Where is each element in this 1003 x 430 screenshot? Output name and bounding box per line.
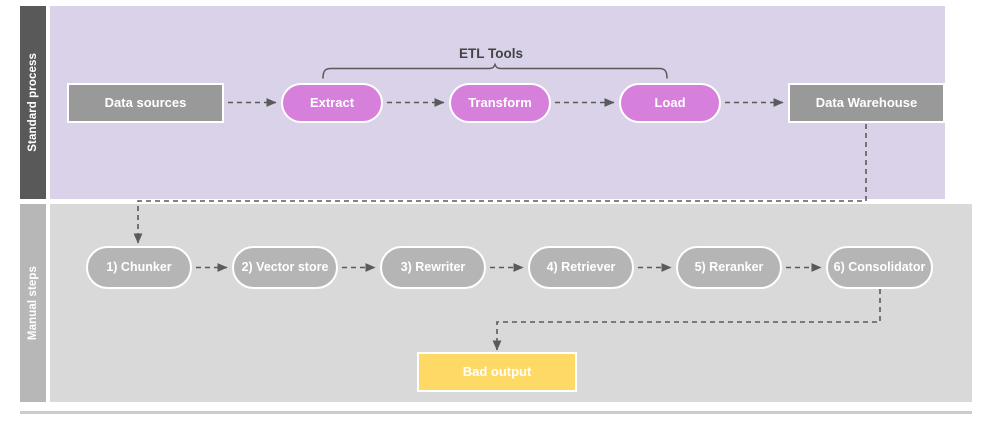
node-label: Data sources xyxy=(104,95,187,111)
footer-divider xyxy=(20,411,972,414)
node-label: Transform xyxy=(468,95,532,111)
swimlane-label-text: Manual steps xyxy=(27,265,39,341)
node-vector-store[interactable]: 2) Vector store xyxy=(232,246,338,289)
node-transform[interactable]: Transform xyxy=(449,83,551,123)
node-bad-output[interactable]: Bad output xyxy=(417,352,577,392)
node-label: 3) Rewriter xyxy=(400,260,466,275)
swimlane-label-text: Standard process xyxy=(27,53,39,152)
node-label: 6) Consolidator xyxy=(833,260,926,275)
node-label: Bad output xyxy=(462,364,532,380)
node-data-sources[interactable]: Data sources xyxy=(67,83,224,123)
node-label: 5) Reranker xyxy=(694,260,764,275)
node-retriever[interactable]: 4) Retriever xyxy=(528,246,634,289)
node-label: Data Warehouse xyxy=(815,95,918,111)
node-label: Load xyxy=(654,95,686,111)
node-label: 4) Retriever xyxy=(546,260,616,275)
node-reranker[interactable]: 5) Reranker xyxy=(676,246,782,289)
node-load[interactable]: Load xyxy=(619,83,721,123)
node-label: 2) Vector store xyxy=(241,260,329,275)
node-label: 1) Chunker xyxy=(106,260,172,275)
etl-tools-label: ETL Tools xyxy=(459,46,523,61)
node-label: Extract xyxy=(309,95,355,111)
node-consolidator[interactable]: 6) Consolidator xyxy=(826,246,933,289)
node-rewriter[interactable]: 3) Rewriter xyxy=(380,246,486,289)
swimlane-label-standard-process: Standard process xyxy=(20,6,46,199)
swimlane-label-manual-steps: Manual steps xyxy=(20,204,46,402)
node-extract[interactable]: Extract xyxy=(281,83,383,123)
node-chunker[interactable]: 1) Chunker xyxy=(86,246,192,289)
node-data-warehouse[interactable]: Data Warehouse xyxy=(788,83,945,123)
